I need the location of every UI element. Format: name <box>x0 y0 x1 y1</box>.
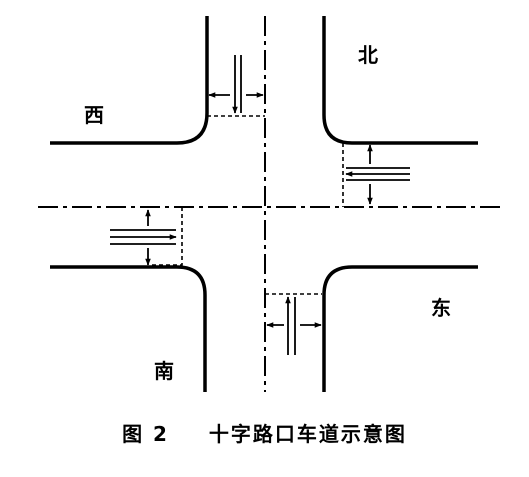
label-south: 南 <box>154 359 174 383</box>
kerb-south-west <box>50 265 207 392</box>
north-approach-arrows <box>208 55 264 114</box>
kerb-north-east <box>322 16 478 145</box>
west-approach-arrows <box>110 209 177 266</box>
east-approach-arrows <box>345 144 410 205</box>
stop-line-west <box>152 207 183 266</box>
figure-number: 图 2 <box>122 422 169 446</box>
label-north: 北 <box>358 43 378 67</box>
intersection-diagram: 北 西 东 南 <box>38 16 500 392</box>
figure-caption: 图 2 十字路口车道示意图 <box>0 418 529 447</box>
figure-title: 十字路口车道示意图 <box>208 422 407 446</box>
south-approach-arrows <box>266 296 322 355</box>
label-west: 西 <box>84 103 104 127</box>
kerb-south-east <box>322 265 478 392</box>
kerb-north-west <box>50 16 209 145</box>
label-east: 东 <box>431 296 451 320</box>
